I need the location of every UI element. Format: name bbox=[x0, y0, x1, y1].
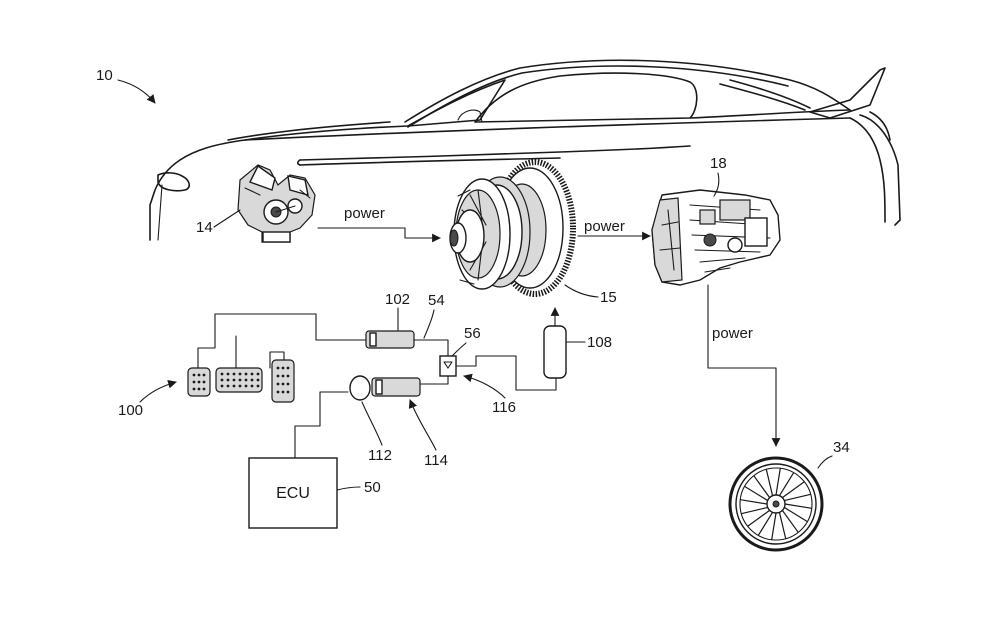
ecu-box bbox=[248, 457, 338, 529]
flow-label-clutch-to-transmission: power bbox=[584, 218, 625, 235]
label-master-cylinder: 102 bbox=[385, 291, 410, 308]
engine bbox=[237, 164, 316, 243]
wheel-spoke bbox=[782, 481, 805, 499]
wheel-spoke bbox=[740, 499, 768, 505]
transmission bbox=[651, 189, 781, 286]
wheel-spoke bbox=[757, 512, 774, 536]
wheel-spoke bbox=[784, 503, 812, 509]
wheel-spoke bbox=[778, 512, 787, 539]
wheel-spoke bbox=[744, 485, 768, 502]
wheel-spoke bbox=[765, 469, 774, 496]
label-valve-56: 56 bbox=[464, 325, 481, 342]
label-transmission: 18 bbox=[710, 155, 727, 172]
label-engine: 14 bbox=[196, 219, 213, 236]
arrow-valve-116 bbox=[463, 373, 506, 399]
leader-motor bbox=[361, 401, 383, 446]
wheel-spoke bbox=[775, 468, 781, 496]
label-line-54: 54 bbox=[428, 292, 445, 309]
pedals bbox=[187, 313, 351, 403]
label-reservoir: 108 bbox=[587, 334, 612, 351]
wheel-spoke bbox=[778, 472, 795, 496]
flow-label-engine-to-clutch: power bbox=[344, 205, 385, 222]
wheel-spoke bbox=[781, 510, 799, 533]
wheel-spoke bbox=[784, 506, 808, 523]
label-valve-116: 116 bbox=[492, 399, 516, 416]
hydraulic-system bbox=[294, 307, 567, 459]
wheel-spoke bbox=[747, 509, 770, 527]
leader-line-54 bbox=[423, 309, 435, 339]
clutch-assembly bbox=[449, 159, 576, 297]
label-actuator: 114 bbox=[424, 452, 448, 469]
leader-ecu bbox=[336, 486, 361, 491]
wheel-spoke bbox=[741, 506, 768, 515]
leader-valve-56 bbox=[451, 342, 467, 357]
label-vehicle: 10 bbox=[96, 67, 113, 84]
label-motor: 112 bbox=[368, 447, 392, 464]
leader-wheel bbox=[817, 455, 833, 469]
wheel bbox=[728, 456, 824, 552]
arrow-pedals bbox=[139, 379, 177, 403]
label-pedals: 100 bbox=[118, 402, 143, 419]
arrow-actuator bbox=[408, 399, 437, 451]
wheel-spoke bbox=[753, 475, 771, 498]
leader-clutch bbox=[564, 284, 599, 298]
wheel-spoke bbox=[784, 493, 811, 502]
flow-transmission-to-wheel bbox=[707, 284, 781, 447]
flow-engine-to-clutch bbox=[317, 227, 441, 243]
car-body-outline bbox=[149, 59, 901, 241]
leader-transmission bbox=[713, 172, 720, 197]
leader-engine bbox=[213, 209, 241, 228]
label-ecu: 50 bbox=[364, 479, 381, 496]
label-wheel: 34 bbox=[833, 439, 850, 456]
arrow-vehicle bbox=[117, 79, 156, 104]
flow-label-transmission-to-wheel: power bbox=[712, 325, 753, 342]
label-clutch: 15 bbox=[600, 289, 617, 306]
ecu-text: ECU bbox=[276, 485, 310, 502]
wheel-spoke bbox=[771, 512, 777, 540]
